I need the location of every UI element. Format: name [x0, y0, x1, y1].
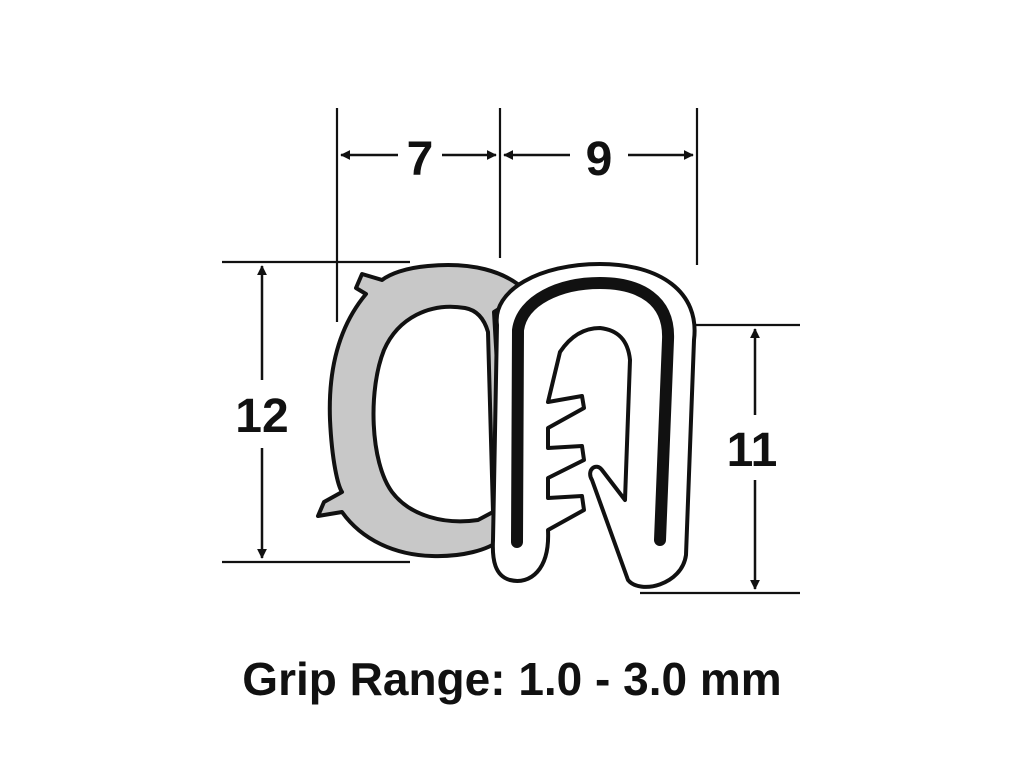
dimension-label-12: 12 — [235, 390, 288, 443]
dimension-label-9: 9 — [586, 133, 613, 186]
clip-profile — [490, 262, 697, 589]
extension-lines — [222, 108, 800, 595]
dimension-arrows — [257, 150, 760, 590]
bulb-ring — [316, 263, 529, 559]
bulb-seal-profile — [316, 263, 529, 559]
dimension-label-7: 7 — [407, 133, 434, 186]
grip-range-caption: Grip Range: 1.0 - 3.0 mm — [242, 653, 782, 705]
clip-outer-body — [490, 262, 697, 589]
dimension-label-11: 11 — [727, 424, 778, 477]
clip-steel-core — [511, 277, 675, 548]
